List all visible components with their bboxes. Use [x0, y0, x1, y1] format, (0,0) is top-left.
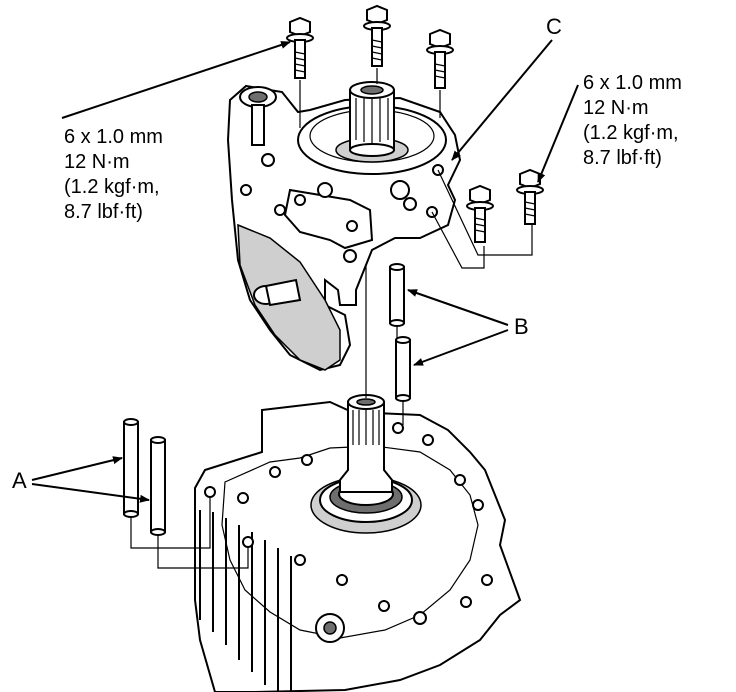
label-a: A: [12, 468, 27, 493]
flange-bolt-5: [516, 168, 544, 225]
label-b: B: [514, 314, 529, 339]
case-bolt-holes: [204, 422, 493, 625]
flange-bolt-2: [363, 4, 391, 84]
transmission-case: [194, 394, 522, 692]
leader-c: [451, 39, 553, 161]
case-cooling-fins: [199, 510, 292, 692]
spec-right-size: 6 x 1.0 mm: [583, 72, 682, 94]
dowel-pins-b: [389, 263, 411, 425]
upper-housing-c: [226, 81, 533, 372]
spec-right-torque: 12 N·m: [583, 97, 649, 119]
flange-bolt-4: [466, 184, 494, 243]
torque-spec-left: 6 x 1.0 mm 12 N·m (1.2 kgf·m, 8.7 lbf·ft…: [64, 126, 163, 223]
flange-bolts: [286, 4, 544, 243]
flange-bolt-3: [426, 28, 454, 118]
leader-spec-right: [537, 84, 579, 183]
leader-spec-left: [61, 41, 291, 119]
spec-left-kgfm: (1.2 kgf·m,: [64, 176, 160, 198]
leader-b-1: [407, 289, 509, 326]
case-mainshaft: [339, 394, 393, 493]
spec-left-torque: 12 N·m: [64, 151, 130, 173]
leader-lines: [31, 39, 579, 503]
dowel-pins-a: [123, 418, 249, 569]
leader-b-2: [413, 329, 509, 366]
spec-right-kgfm: (1.2 kgf·m,: [583, 122, 679, 144]
spec-left-lbfft: 8.7 lbf·ft): [64, 201, 143, 223]
leader-a-1: [31, 456, 123, 481]
torque-spec-right: 6 x 1.0 mm 12 N·m (1.2 kgf·m, 8.7 lbf·ft…: [583, 72, 682, 169]
flange-bolt-1: [286, 16, 314, 128]
leader-a-2: [31, 483, 150, 503]
label-c: C: [546, 14, 562, 39]
spec-left-size: 6 x 1.0 mm: [64, 126, 163, 148]
spec-right-lbfft: 8.7 lbf·ft): [583, 147, 662, 169]
